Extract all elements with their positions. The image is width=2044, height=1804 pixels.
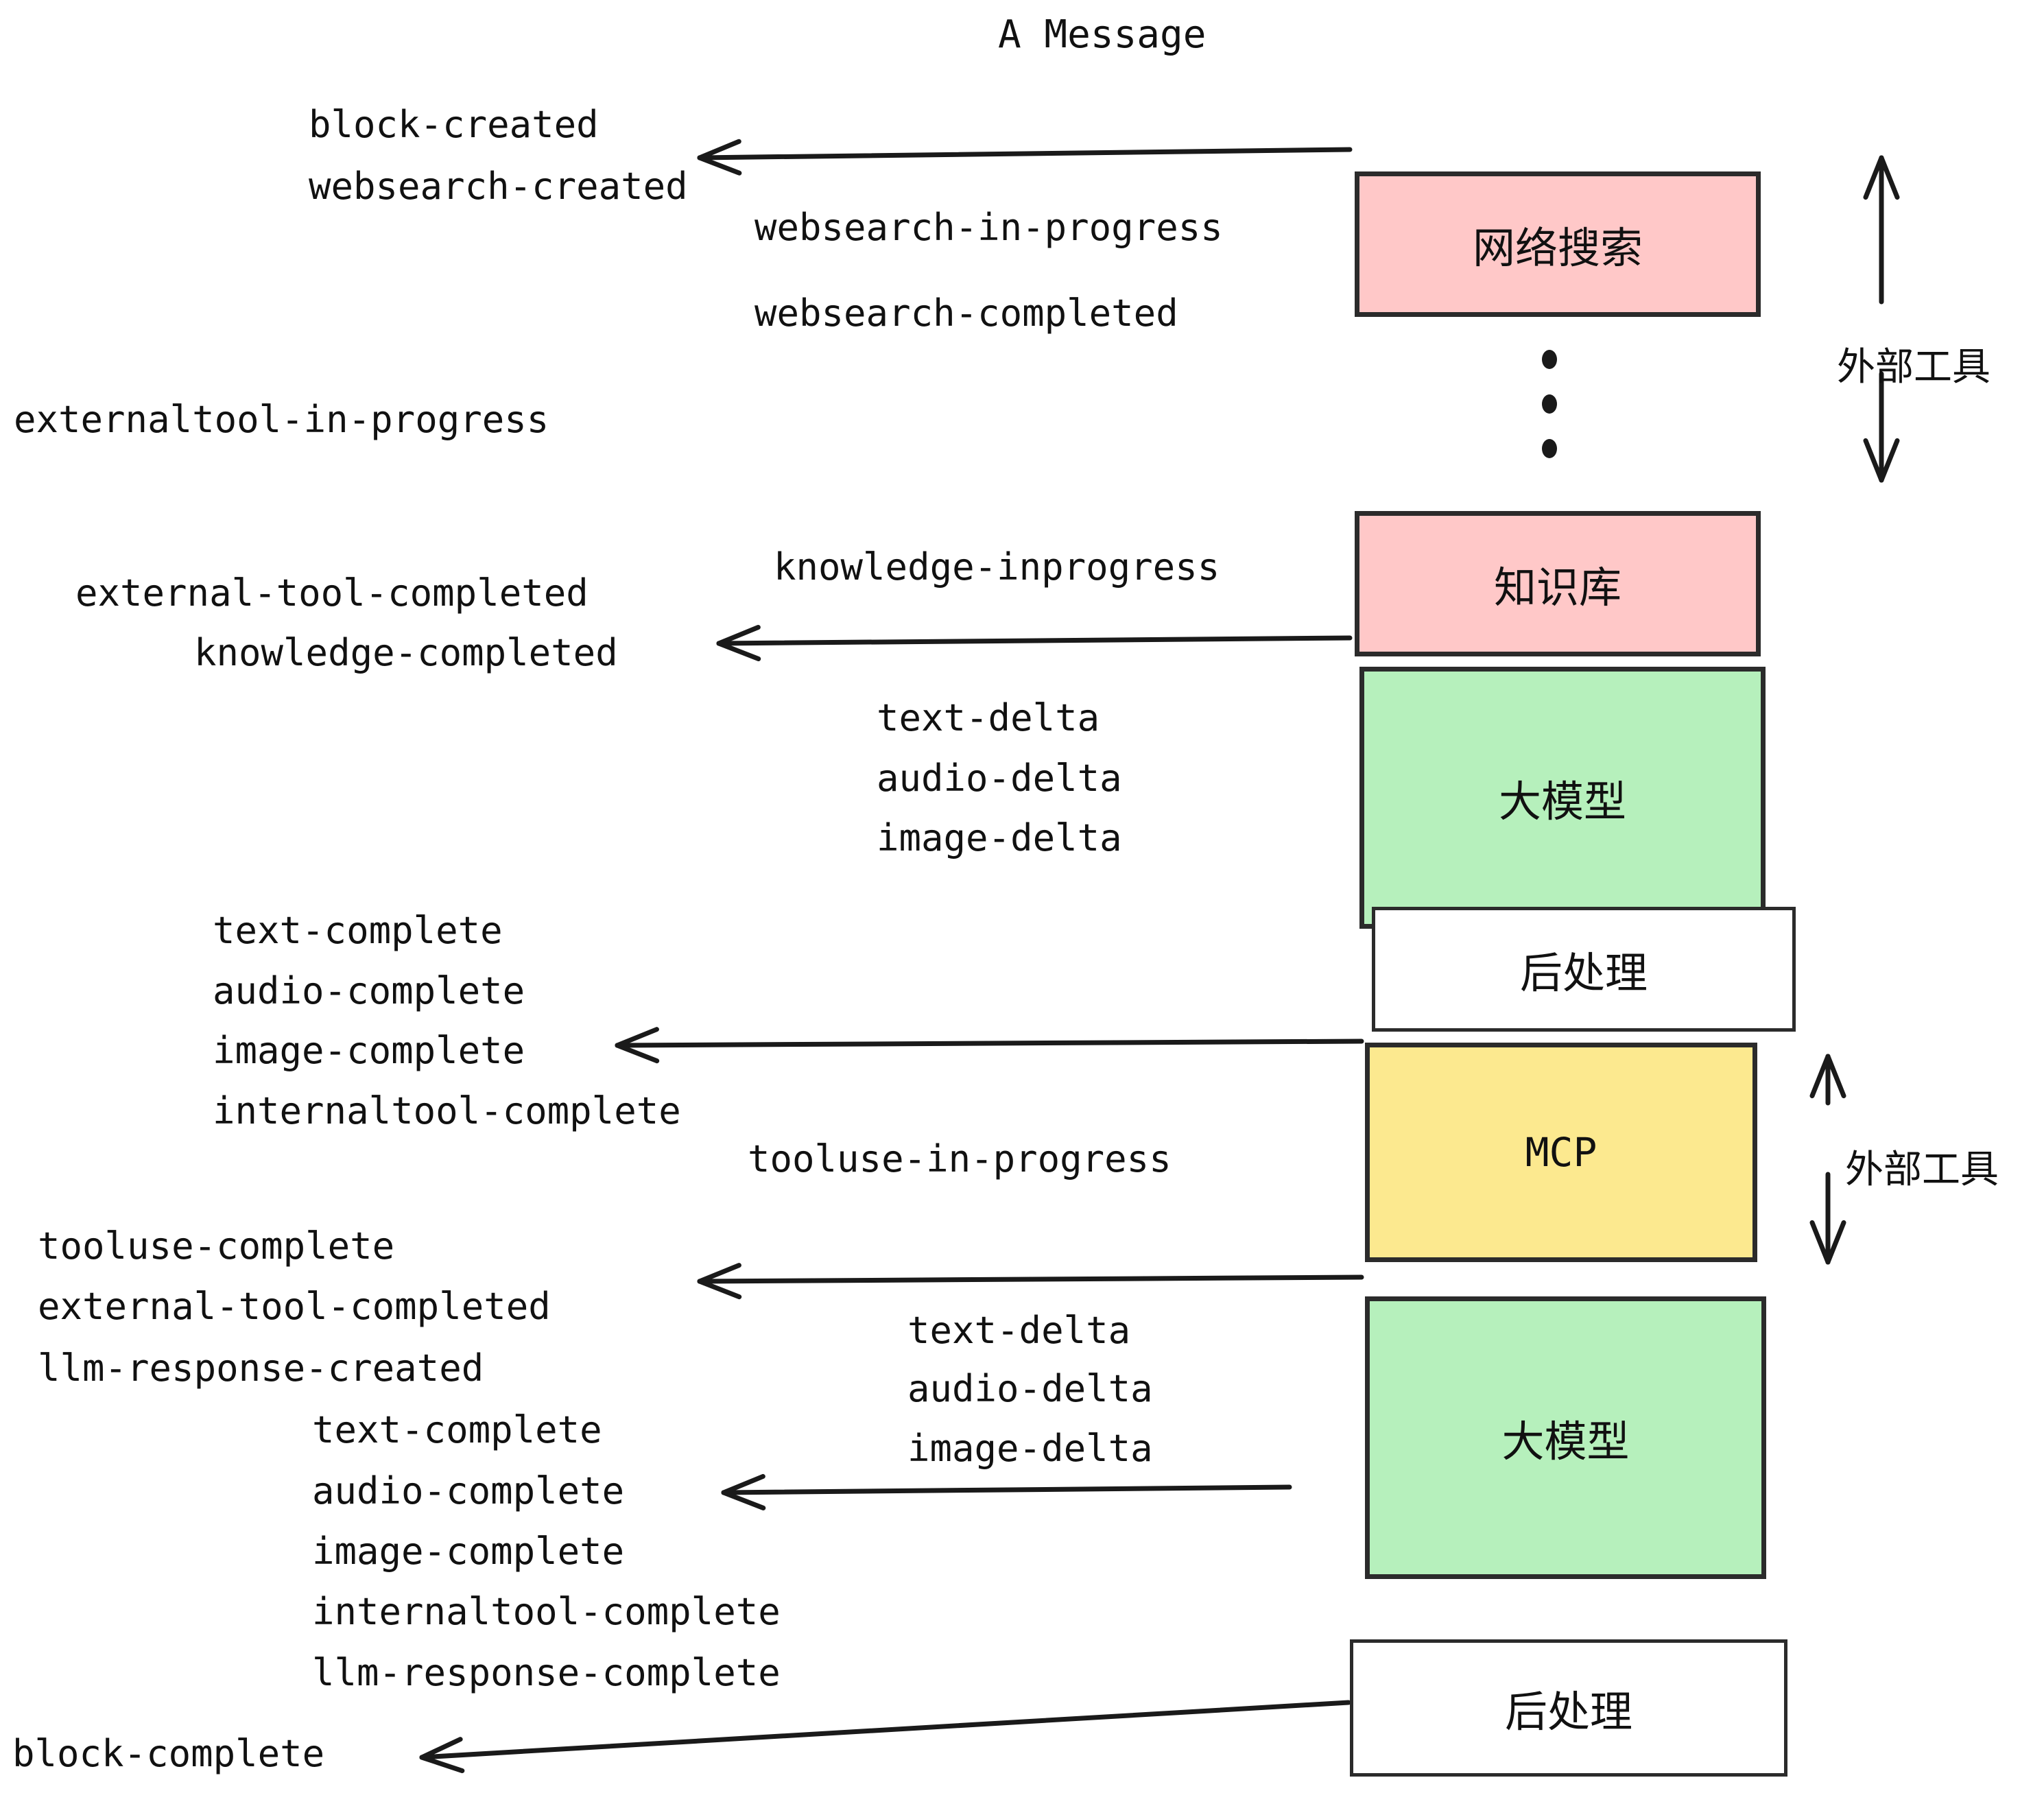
node-label: 知识库 <box>1493 562 1621 613</box>
node-label: 后处理 <box>1504 1687 1632 1737</box>
ellipsis-dot-2 <box>1542 439 1557 458</box>
event-label-3: websearch-completed <box>754 292 1178 335</box>
event-label-11: text-complete <box>213 909 503 952</box>
group-label-0: 外部工具 <box>1837 345 1990 390</box>
event-label-12: audio-complete <box>213 969 525 1012</box>
node-label: 后处理 <box>1519 948 1648 998</box>
websearch-created-arrow <box>697 139 1353 176</box>
event-label-10: image-delta <box>877 816 1122 859</box>
external-tool-span-top-up <box>1863 155 1900 305</box>
node-label: 网络搜索 <box>1472 223 1643 273</box>
event-label-8: text-delta <box>877 696 1100 739</box>
event-label-2: websearch-in-progress <box>754 206 1223 249</box>
event-label-13: image-complete <box>213 1029 525 1072</box>
event-label-24: image-complete <box>312 1530 625 1573</box>
node-box-3[interactable]: 后处理 <box>1372 907 1796 1032</box>
event-label-6: external-tool-completed <box>75 571 589 615</box>
event-label-4: externaltool-in-progress <box>14 398 549 441</box>
image-complete-arrow <box>615 1027 1364 1064</box>
node-label: 大模型 <box>1501 1416 1630 1467</box>
event-label-20: audio-delta <box>907 1367 1153 1410</box>
node-label: MCP <box>1525 1129 1597 1176</box>
external-tool-completed-arrow <box>697 1263 1364 1300</box>
ellipsis-dot-1 <box>1542 394 1557 414</box>
event-label-26: llm-response-complete <box>312 1651 781 1694</box>
external-tool-span-bottom-down <box>1809 1172 1846 1265</box>
event-label-25: internaltool-complete <box>312 1590 781 1633</box>
group-label-1: 外部工具 <box>1845 1148 1999 1192</box>
external-tool-span-top <box>1863 155 1900 483</box>
event-label-14: internaltool-complete <box>213 1089 681 1132</box>
event-label-0: block-created <box>309 103 599 146</box>
node-box-6[interactable]: 后处理 <box>1350 1639 1787 1777</box>
ellipsis-dot-0 <box>1542 350 1557 369</box>
block-complete-arrow <box>419 1700 1351 1774</box>
event-label-27: block-complete <box>12 1732 325 1775</box>
event-label-7: knowledge-completed <box>194 631 618 674</box>
external-tool-span-bottom-up <box>1809 1054 1846 1106</box>
event-label-16: tooluse-complete <box>38 1224 395 1268</box>
node-box-2[interactable]: 大模型 <box>1359 667 1766 929</box>
page-title: A Message <box>998 12 1207 57</box>
node-box-5[interactable]: 大模型 <box>1365 1296 1766 1579</box>
external-tool-span-bottom <box>1809 1054 1846 1265</box>
node-label: 大模型 <box>1498 776 1626 827</box>
node-box-0[interactable]: 网络搜索 <box>1355 171 1761 317</box>
knowledge-completed-arrow <box>716 625 1353 661</box>
audio-complete-arrow <box>721 1473 1292 1510</box>
node-box-1[interactable]: 知识库 <box>1355 511 1761 656</box>
event-label-23: audio-complete <box>312 1469 625 1512</box>
event-label-9: audio-delta <box>877 757 1122 800</box>
event-label-1: websearch-created <box>309 165 688 208</box>
event-label-5: knowledge-inprogress <box>774 545 1220 589</box>
event-label-18: llm-response-created <box>38 1346 484 1390</box>
event-label-21: image-delta <box>907 1427 1153 1470</box>
event-label-19: text-delta <box>907 1309 1131 1352</box>
node-box-4[interactable]: MCP <box>1365 1043 1757 1262</box>
event-label-22: text-complete <box>312 1408 602 1451</box>
event-label-17: external-tool-completed <box>38 1285 551 1328</box>
event-label-15: tooluse-in-progress <box>748 1137 1172 1180</box>
